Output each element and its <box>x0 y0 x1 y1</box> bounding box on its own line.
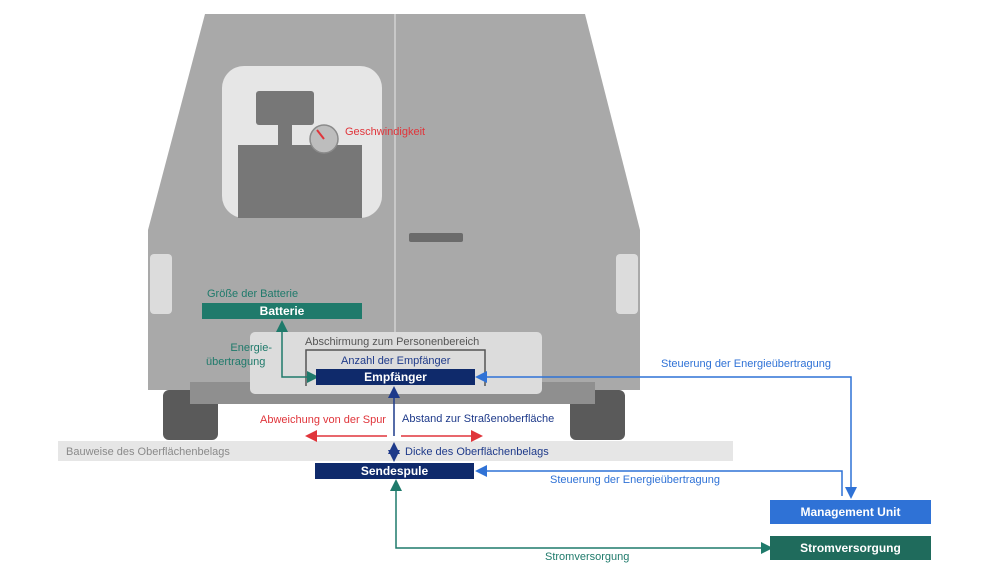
management-unit-box: Management Unit <box>770 500 931 524</box>
surface-thickness-label: Dicke des Oberflächenbelags <box>405 446 549 458</box>
left-tail-light <box>150 254 172 314</box>
seat-back <box>238 145 362 218</box>
speed-label: Geschwindigkeit <box>345 126 426 138</box>
receiver-count-label: Anzahl der Empfänger <box>341 355 451 367</box>
door-handle <box>409 233 463 242</box>
lane-deviation-label: Abweichung von der Spur <box>260 414 386 426</box>
shielding-label: Abschirmung zum Personenbereich <box>305 336 480 348</box>
energy-transfer-label-1: Energie- <box>230 342 272 354</box>
battery-box: Batterie <box>202 303 362 319</box>
seat-headrest <box>256 91 314 125</box>
energy-transfer-label-2: übertragung <box>206 356 266 368</box>
control-upper-label: Steuerung der Energieübertragung <box>661 358 832 370</box>
road-distance-label: Abstand zur Straßenoberfläche <box>402 413 555 425</box>
speedometer-needle <box>316 129 325 140</box>
power-supply-arrow <box>390 479 773 554</box>
receiver-box: Empfänger <box>316 369 475 385</box>
control-lower-arrow <box>475 465 843 496</box>
control-lower-label: Steuerung der Energieübertragung <box>550 474 721 486</box>
surface-construction-label: Bauweise des Oberflächenbelags <box>66 446 230 458</box>
seat-post <box>278 125 292 145</box>
right-tail-light <box>616 254 638 314</box>
battery-size-label: Größe der Batterie <box>207 288 299 300</box>
control-upper-arrow <box>475 371 857 499</box>
transmitter-coil-box: Sendespule <box>315 463 474 479</box>
energy-transfer-arrow <box>276 320 319 383</box>
power-supply-label: Stromversorgung <box>545 551 630 563</box>
power-supply-box: Stromversorgung <box>770 536 931 560</box>
